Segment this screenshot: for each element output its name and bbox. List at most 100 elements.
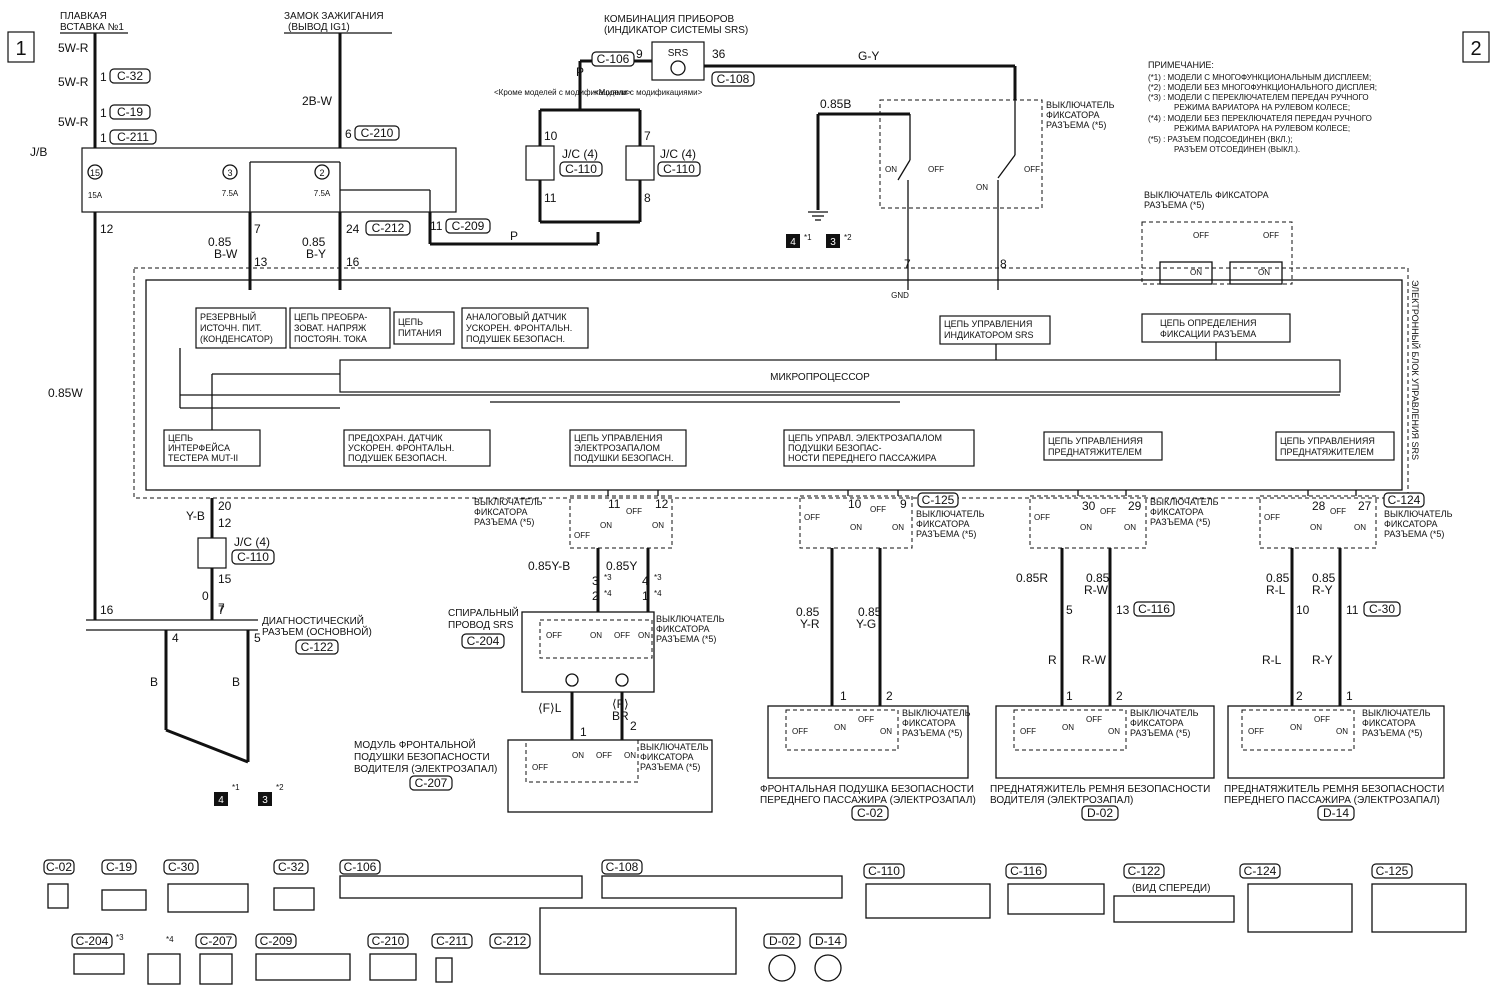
svg-text:УСКОРЕН. ФРОНТАЛЬН.: УСКОРЕН. ФРОНТАЛЬН. xyxy=(348,443,454,453)
svg-text:B-W: B-W xyxy=(214,247,238,261)
svg-text:1: 1 xyxy=(100,106,107,120)
svg-text:0.85: 0.85 xyxy=(1312,571,1336,585)
svg-text:OFF: OFF xyxy=(1193,231,1209,240)
svg-text:(*3) : МОДЕЛИ С ПЕРЕКЛЮЧАТЕЛЕМ: (*3) : МОДЕЛИ С ПЕРЕКЛЮЧАТЕЛЕМ ПЕРЕДАЧ Р… xyxy=(1148,93,1369,102)
svg-text:12: 12 xyxy=(218,516,232,530)
legend-c19: C-19 xyxy=(101,859,147,911)
svg-text:0: 0 xyxy=(202,589,209,603)
svg-text:D-02: D-02 xyxy=(1087,806,1113,820)
svg-text:7: 7 xyxy=(218,603,225,617)
svg-text:РАЗЪЕМА (*5): РАЗЪЕМА (*5) xyxy=(1046,120,1106,130)
legend-c116: C-116 xyxy=(1005,863,1105,915)
svg-text:ON: ON xyxy=(885,165,897,174)
svg-text:C-211: C-211 xyxy=(436,934,468,948)
svg-text:6: 6 xyxy=(345,127,352,141)
svg-text:R-Y: R-Y xyxy=(1312,583,1333,597)
svg-text:8: 8 xyxy=(1000,257,1007,271)
svg-text:РАЗЪЕМА (*5): РАЗЪЕМА (*5) xyxy=(916,529,976,539)
svg-text:УСКОРЕН. ФРОНТАЛЬН.: УСКОРЕН. ФРОНТАЛЬН. xyxy=(466,323,572,333)
svg-text:1: 1 xyxy=(580,725,587,739)
svg-text:ПИТАНИЯ: ПИТАНИЯ xyxy=(398,328,442,338)
connector-c209: C-209 xyxy=(445,218,491,234)
legend-c207: C-207 xyxy=(195,933,237,985)
svg-text:ПРЕДНАТЯЖИТЕЛЕМ: ПРЕДНАТЯЖИТЕЛЕМ xyxy=(1048,447,1142,457)
svg-text:0.85Y: 0.85Y xyxy=(606,559,637,573)
ignition-title-2: (ВЫВОД IG1) xyxy=(288,22,350,33)
svg-text:9: 9 xyxy=(636,47,643,61)
svg-text:16: 16 xyxy=(100,603,114,617)
svg-text:7: 7 xyxy=(254,222,261,236)
svg-text:ПОДУШКИ БЕЗОПАС-: ПОДУШКИ БЕЗОПАС- xyxy=(788,443,881,453)
svg-text:ON: ON xyxy=(892,523,904,532)
svg-text:МОДУЛЬ ФРОНТАЛЬНОЙ: МОДУЛЬ ФРОНТАЛЬНОЙ xyxy=(354,738,476,751)
svg-text:ФРОНТАЛЬНАЯ ПОДУШКА БЕЗОПАСНОС: ФРОНТАЛЬНАЯ ПОДУШКА БЕЗОПАСНОСТИ xyxy=(760,784,974,795)
svg-text:12: 12 xyxy=(655,497,669,511)
svg-text:OFF: OFF xyxy=(792,727,808,736)
svg-text:1: 1 xyxy=(642,589,649,603)
cluster-title: КОМБИНАЦИЯ ПРИБОРОВ xyxy=(604,14,735,25)
svg-text:ФИКСАТОРА: ФИКСАТОРА xyxy=(640,752,694,762)
svg-text:12: 12 xyxy=(100,222,114,236)
svg-text:15: 15 xyxy=(218,572,232,586)
svg-text:C-02: C-02 xyxy=(46,860,72,874)
legend-c106: C-106 xyxy=(339,859,583,899)
svg-text:B-Y: B-Y xyxy=(306,247,326,261)
svg-text:(*4) : МОДЕЛИ БЕЗ ПЕРЕКЛЮЧАТЕЛ: (*4) : МОДЕЛИ БЕЗ ПЕРЕКЛЮЧАТЕЛЯ ПЕРЕДАЧ … xyxy=(1148,114,1372,123)
svg-text:⟨F⟩L: ⟨F⟩L xyxy=(538,701,562,715)
svg-text:*4: *4 xyxy=(654,589,662,598)
legend-c125: C-125 xyxy=(1371,863,1467,933)
svg-text:*2: *2 xyxy=(844,233,852,242)
fuse-title: ПЛАВКАЯ xyxy=(60,11,107,22)
joint-connector-a: J/C (4) C-110 10 11 xyxy=(525,129,603,205)
svg-text:ON: ON xyxy=(638,631,650,640)
svg-text:1: 1 xyxy=(100,70,107,84)
svg-text:C-110: C-110 xyxy=(663,162,695,176)
svg-text:ФИКСАЦИИ РАЗЪЕМА: ФИКСАЦИИ РАЗЪЕМА xyxy=(1160,329,1256,339)
svg-text:*4: *4 xyxy=(166,935,174,944)
svg-text:7: 7 xyxy=(218,601,225,615)
svg-text:C-19: C-19 xyxy=(106,860,132,874)
svg-text:РЕЗЕРВНЫЙ: РЕЗЕРВНЫЙ xyxy=(200,311,256,322)
svg-text:10: 10 xyxy=(544,129,558,143)
svg-text:ON: ON xyxy=(652,521,664,530)
svg-text:R-W: R-W xyxy=(1082,653,1107,667)
joint-connector-b: J/C (4) C-110 7 8 xyxy=(625,129,701,205)
svg-text:C-108: C-108 xyxy=(717,72,750,86)
svg-text:ПОДУШКИ БЕЗОПАСНОСТИ: ПОДУШКИ БЕЗОПАСНОСТИ xyxy=(354,752,490,763)
svg-text:РАЗЪЕМА (*5): РАЗЪЕМА (*5) xyxy=(640,762,700,772)
svg-text:OFF: OFF xyxy=(574,531,590,540)
svg-text:ON: ON xyxy=(1258,268,1270,277)
svg-text:ПРЕДНАТЯЖИТЕЛЬ РЕМНЯ БЕЗОПАСНО: ПРЕДНАТЯЖИТЕЛЬ РЕМНЯ БЕЗОПАСНОСТИ xyxy=(990,784,1210,795)
svg-text:ПОДУШЕК БЕЗОПАСН.: ПОДУШЕК БЕЗОПАСН. xyxy=(466,334,565,344)
svg-text:ON: ON xyxy=(572,751,584,760)
legend-c211: C-211 xyxy=(431,933,473,983)
svg-text:РАЗЪЕМА (*5): РАЗЪЕМА (*5) xyxy=(1384,529,1444,539)
svg-text:ON: ON xyxy=(1108,727,1120,736)
svg-text:C-210: C-210 xyxy=(372,934,405,948)
svg-text:РЕЖИМА ВАРИАТОРА НА РУЛЕВОМ КО: РЕЖИМА ВАРИАТОРА НА РУЛЕВОМ КОЛЕСЕ; xyxy=(1174,103,1350,112)
connector-c110-b: C-110 xyxy=(657,161,701,177)
svg-text:C-110: C-110 xyxy=(237,550,269,564)
svg-text:ИНТЕРФЕЙСА: ИНТЕРФЕЙСА xyxy=(168,442,230,453)
svg-text:ФИКСАТОРА: ФИКСАТОРА xyxy=(474,507,528,517)
svg-text:16: 16 xyxy=(346,255,360,269)
svg-text:1: 1 xyxy=(1346,689,1353,703)
svg-text:C-204: C-204 xyxy=(467,634,500,648)
svg-text:ПРЕДОХРАН. ДАТЧИК: ПРЕДОХРАН. ДАТЧИК xyxy=(348,433,443,443)
svg-text:ON: ON xyxy=(850,523,862,532)
svg-text:OFF: OFF xyxy=(928,165,944,174)
svg-text:D-02: D-02 xyxy=(769,934,795,948)
svg-text:C-02: C-02 xyxy=(857,806,883,820)
svg-text:2B-W: 2B-W xyxy=(302,94,333,108)
svg-text:ON: ON xyxy=(1080,523,1092,532)
connector-c108: C-108 xyxy=(711,71,755,87)
connector-d02: D-02 xyxy=(1081,805,1119,821)
ecu-srs: ЭЛЕКТРОННЫЙ БЛОК УПРАВЛЕНИЯ SRS GND РЕЗЕ… xyxy=(133,267,1421,499)
svg-text:<Модели с модификациями>: <Модели с модификациями> xyxy=(594,88,703,97)
connector-c207: C-207 xyxy=(409,775,453,791)
joint-connector-c: J/C (4) C-110 xyxy=(197,535,275,569)
svg-text:C-209: C-209 xyxy=(452,219,485,233)
svg-text:ON: ON xyxy=(1336,727,1348,736)
svg-text:C-122: C-122 xyxy=(301,640,334,654)
svg-text:ПРИМЕЧАНИЕ:: ПРИМЕЧАНИЕ: xyxy=(1148,60,1214,70)
